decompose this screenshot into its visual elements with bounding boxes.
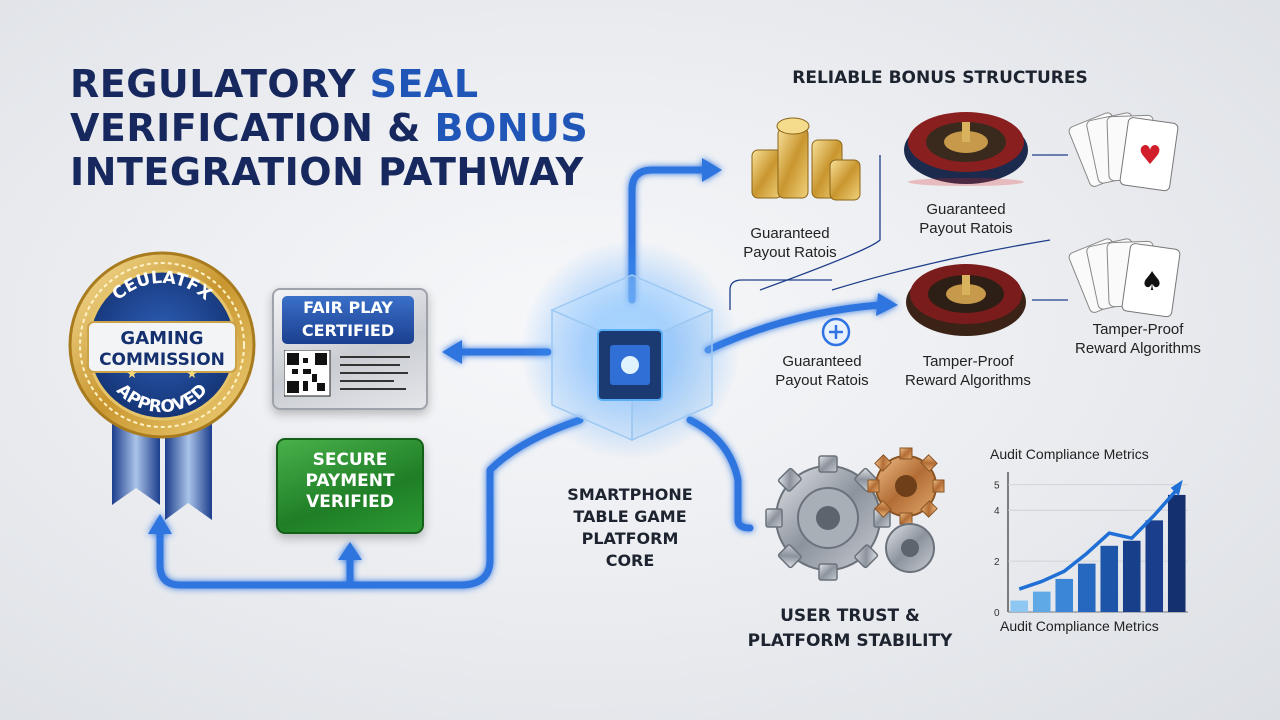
core-line2: TABLE GAME bbox=[573, 507, 687, 526]
gold-coins-icon bbox=[751, 117, 861, 201]
svg-text:★: ★ bbox=[126, 367, 138, 382]
chart-y-tick-label: 2 bbox=[994, 557, 1000, 568]
seal-bottom-text: APPROVED bbox=[112, 380, 211, 417]
seal-top-text: CEULATFX bbox=[109, 268, 216, 305]
chart-y-tick-label: 4 bbox=[994, 506, 1000, 517]
chart-x-label: Audit Compliance Metrics bbox=[1000, 618, 1159, 634]
seal-line1: GAMING bbox=[120, 328, 203, 349]
chart-bar bbox=[1010, 600, 1029, 612]
pipe-core-to-seal bbox=[156, 416, 584, 589]
coins-label-line1: Guaranteed bbox=[750, 225, 830, 242]
plus-circle-icon bbox=[821, 317, 851, 347]
chart-bar bbox=[1145, 520, 1164, 612]
fair-play-title: FAIR PLAY CERTIFIED bbox=[282, 296, 414, 344]
title-line1-b: SEAL bbox=[369, 62, 479, 106]
regulatory-seal: ★ ★ bbox=[68, 251, 256, 520]
platform-core-cube bbox=[520, 240, 740, 460]
svg-text:♥: ♥ bbox=[1138, 141, 1161, 171]
fair-play-line2: CERTIFIED bbox=[301, 321, 395, 340]
gears-icon bbox=[765, 447, 945, 581]
chart-bar bbox=[1167, 494, 1186, 612]
coins-label: Guaranteed Payout Ratois bbox=[722, 224, 858, 262]
pipe-arrowheads bbox=[148, 158, 898, 560]
chart-trend-line bbox=[1018, 488, 1179, 591]
pipe-core-to-gears bbox=[686, 416, 754, 532]
title-line3: INTEGRATION PATHWAY bbox=[70, 150, 584, 194]
roulette-top-label-line2: Payout Ratois bbox=[919, 220, 1013, 237]
core-line1: SMARTPHONE bbox=[567, 485, 693, 504]
core-line3: PLATFORM bbox=[581, 529, 679, 548]
bonus-heading: RELIABLE BONUS STRUCTURES bbox=[792, 68, 1088, 88]
chart-trend-arrowhead bbox=[1170, 479, 1183, 496]
trust-line2: PLATFORM STABILITY bbox=[747, 631, 953, 651]
playing-cards-spades-icon: ♠ bbox=[1068, 238, 1181, 318]
chart-bar bbox=[1077, 563, 1096, 612]
coins-label-line2: Payout Ratois bbox=[743, 244, 837, 261]
chart-bar bbox=[1122, 540, 1141, 612]
svg-text:♠: ♠ bbox=[1140, 267, 1163, 297]
secure-line3: VERIFIED bbox=[306, 492, 394, 512]
platform-core-label: SMARTPHONE TABLE GAME PLATFORM CORE bbox=[540, 484, 720, 572]
user-trust-label: USER TRUST & PLATFORM STABILITY bbox=[720, 604, 980, 654]
fair-play-certified-badge: FAIR PLAY CERTIFIED bbox=[272, 288, 428, 410]
roulette-bottom-label-line1: Tamper-Proof bbox=[922, 353, 1014, 370]
plus-label-line1: Guaranteed bbox=[782, 353, 862, 370]
roulette-wheel-top-icon bbox=[904, 112, 1028, 186]
core-line4: CORE bbox=[605, 551, 655, 570]
chart-bar bbox=[1055, 578, 1074, 612]
secure-payment-verified-badge: SECURE PAYMENT VERIFIED bbox=[276, 438, 424, 534]
title-line1-a: REGULATORY bbox=[70, 62, 370, 106]
chart-title: Audit Compliance Metrics bbox=[990, 446, 1149, 462]
trust-line1: USER TRUST & bbox=[780, 606, 920, 626]
chart-y-tick-label: 0 bbox=[994, 608, 1000, 619]
cards-right-label: Tamper-Proof Reward Algorithms bbox=[1056, 320, 1220, 358]
secure-line1: SECURE bbox=[312, 450, 388, 470]
pipe-core-to-top bbox=[628, 166, 709, 304]
plus-label-line2: Payout Ratois bbox=[775, 372, 869, 389]
chart-bar bbox=[1100, 545, 1119, 612]
connector-lines bbox=[729, 154, 1068, 310]
audit-compliance-chart: 0 2 4 5 bbox=[994, 472, 1188, 619]
plus-label: Guaranteed Payout Ratois bbox=[754, 352, 890, 390]
roulette-bottom-label-line2: Reward Algorithms bbox=[905, 372, 1031, 389]
title-line2-a: VERIFICATION & bbox=[70, 106, 435, 150]
seal-ribbon-right bbox=[165, 410, 212, 520]
roulette-top-label-line1: Guaranteed bbox=[926, 201, 1006, 218]
secure-payment-text: SECURE PAYMENT VERIFIED bbox=[278, 450, 422, 513]
fair-play-line1: FAIR PLAY bbox=[303, 298, 393, 317]
cards-right-label-line1: Tamper-Proof bbox=[1092, 321, 1184, 338]
chart-y-tick-label: 5 bbox=[994, 481, 1000, 492]
qr-code-icon bbox=[284, 350, 410, 397]
chart-bar bbox=[1032, 591, 1051, 612]
page-title: REGULATORY SEAL VERIFICATION & BONUS INT… bbox=[70, 62, 588, 194]
roulette-top-label: Guaranteed Payout Ratois bbox=[900, 200, 1032, 238]
svg-text:★: ★ bbox=[186, 367, 198, 382]
roulette-wheel-bottom-icon bbox=[906, 264, 1026, 336]
title-line2-b: BONUS bbox=[434, 106, 589, 150]
secure-line2: PAYMENT bbox=[305, 471, 395, 491]
roulette-bottom-label: Tamper-Proof Reward Algorithms bbox=[890, 352, 1046, 390]
seal-line2: COMMISSION bbox=[99, 350, 225, 370]
playing-cards-hearts-icon: ♥ bbox=[1068, 112, 1179, 192]
cards-right-label-line2: Reward Algorithms bbox=[1075, 340, 1201, 357]
